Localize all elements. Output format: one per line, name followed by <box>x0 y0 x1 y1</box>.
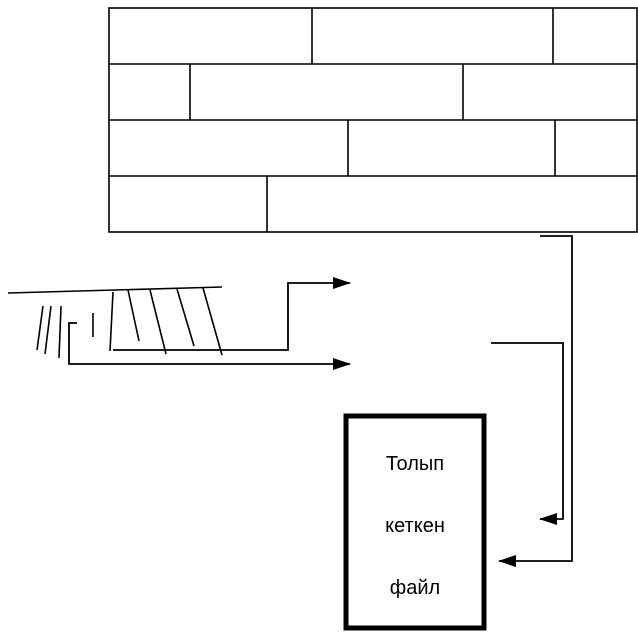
right-outer-arrow <box>499 236 572 561</box>
brick-grid <box>109 8 637 232</box>
hatch-stroke <box>59 306 61 358</box>
hatch-stroke <box>45 306 51 354</box>
ground-sketch <box>8 287 222 358</box>
overflow-file-box: Толып кеткен файл <box>346 416 484 628</box>
hatch-stroke <box>177 289 194 346</box>
ground-line <box>8 287 222 293</box>
box-line-2: кеткен <box>385 515 445 537</box>
hatch-stroke <box>110 292 113 351</box>
hatch-stroke <box>203 288 222 355</box>
box-line-1: Толып <box>386 453 444 475</box>
hatch-stroke <box>37 306 43 350</box>
upper-arrow <box>113 283 350 350</box>
box-line-3: файл <box>390 577 440 599</box>
right-inner-arrow <box>491 343 563 519</box>
hatch-stroke <box>128 290 139 341</box>
hatch-stroke <box>150 290 166 354</box>
connectors <box>69 236 572 561</box>
